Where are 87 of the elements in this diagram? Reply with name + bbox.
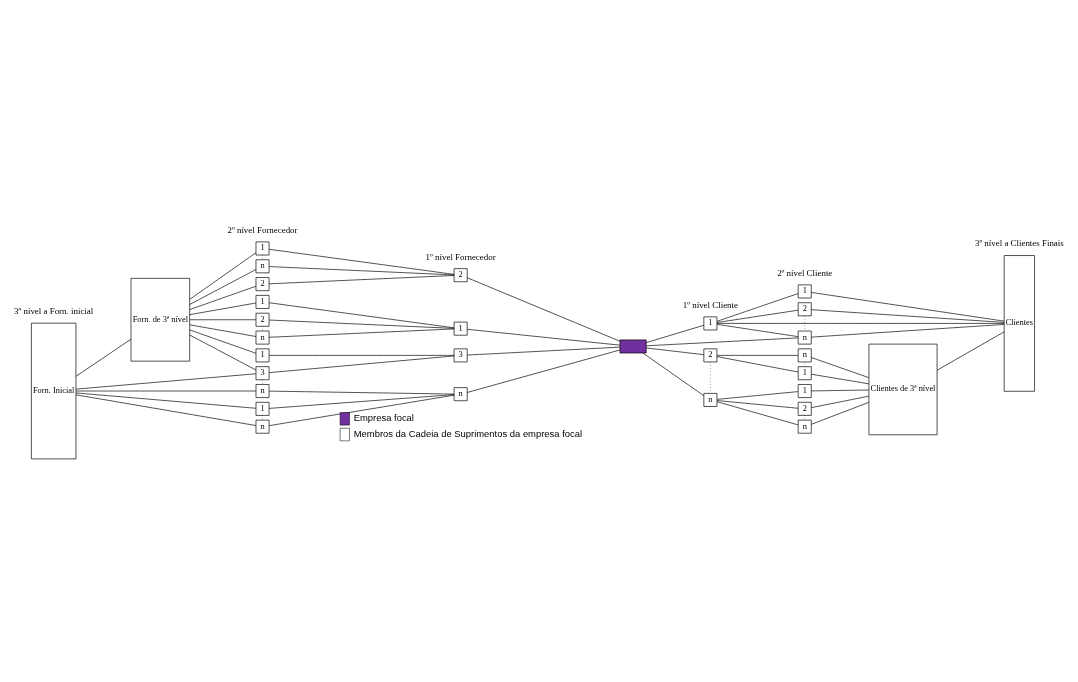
connector	[811, 373, 870, 384]
connector	[936, 331, 1005, 370]
connector	[466, 328, 621, 345]
connector	[716, 355, 799, 372]
connector	[811, 308, 1005, 323]
label: 1º nível Cliente	[682, 299, 738, 310]
node-box: n	[797, 419, 812, 434]
connector	[716, 390, 799, 400]
node-box: n	[703, 392, 718, 407]
node-box: 2	[255, 276, 270, 291]
node-box: 1	[797, 284, 812, 298]
connector	[189, 318, 257, 320]
connector	[716, 400, 799, 425]
node-box: n	[255, 419, 270, 434]
node-box: n	[453, 386, 468, 401]
connector	[189, 334, 257, 370]
connector	[811, 356, 870, 378]
connector	[75, 338, 132, 377]
node-box: 3	[453, 348, 468, 362]
connector	[268, 354, 455, 356]
node-box: 1	[453, 321, 468, 336]
connector	[645, 324, 705, 343]
connector	[189, 268, 257, 305]
connector	[75, 392, 257, 409]
node-box: 2	[797, 401, 812, 416]
connector	[642, 352, 705, 396]
label: 3º nível a Forn. inicial	[14, 305, 94, 316]
connector	[811, 395, 870, 408]
connector	[716, 292, 799, 322]
label: 2º nível Fornecedor	[227, 224, 298, 235]
connector	[466, 276, 621, 342]
connector	[189, 285, 257, 310]
node-box: Forn. Inicial	[31, 322, 77, 459]
connector	[75, 372, 257, 389]
node-box: 1	[255, 401, 270, 416]
label: 2º nível Cliente	[777, 267, 833, 278]
connector	[466, 346, 621, 355]
connector	[811, 401, 870, 425]
connector	[268, 390, 455, 394]
node-box: Clientes	[1003, 254, 1035, 392]
node-box: n	[255, 330, 270, 344]
node-box: n	[255, 258, 270, 273]
node-box: Forn. de 3ª nível	[130, 277, 190, 361]
label: 3º nível a Clientes Finais	[974, 237, 1064, 248]
connector	[645, 337, 799, 346]
connector	[189, 329, 257, 354]
node-box	[619, 339, 647, 353]
connector	[811, 291, 1005, 321]
connector	[811, 389, 870, 391]
node-box: n	[255, 383, 270, 398]
node-box: n	[797, 348, 812, 362]
connector	[189, 302, 257, 315]
node-box: 1	[255, 348, 270, 362]
node-box: 1	[797, 365, 812, 380]
node-box: Clientes de 3ª nível	[868, 343, 938, 435]
node-box: 1	[703, 316, 718, 330]
connector	[75, 390, 257, 391]
node-box: 2	[453, 267, 468, 282]
label: 1º nível Fornecedor	[425, 251, 496, 262]
connector	[268, 248, 455, 275]
connector	[268, 265, 455, 275]
connector	[645, 347, 705, 355]
connector	[716, 322, 1005, 324]
connector	[268, 301, 455, 328]
connector	[268, 355, 455, 373]
node-box: 3	[255, 365, 270, 380]
connector	[268, 274, 455, 284]
node-box: 2	[797, 301, 812, 316]
legend-label: Membros da Cadeia de Suprimentos da empresa focal	[353, 427, 583, 439]
node-box: 1	[797, 383, 812, 398]
connector	[189, 324, 257, 337]
node-box: 1	[255, 294, 270, 309]
connector	[189, 251, 257, 300]
connector	[716, 309, 799, 323]
connector	[268, 393, 455, 409]
connector	[716, 354, 799, 356]
connector	[716, 323, 799, 337]
connector	[75, 394, 257, 426]
node-box: 2	[255, 312, 270, 327]
connector	[811, 323, 1005, 337]
node-box: n	[797, 330, 812, 344]
node-box: 2	[703, 348, 718, 362]
connector	[268, 328, 455, 338]
connector	[466, 349, 621, 393]
legend-label: Empresa focal	[353, 411, 414, 423]
connector	[716, 399, 799, 409]
node-box: 1	[255, 241, 270, 255]
